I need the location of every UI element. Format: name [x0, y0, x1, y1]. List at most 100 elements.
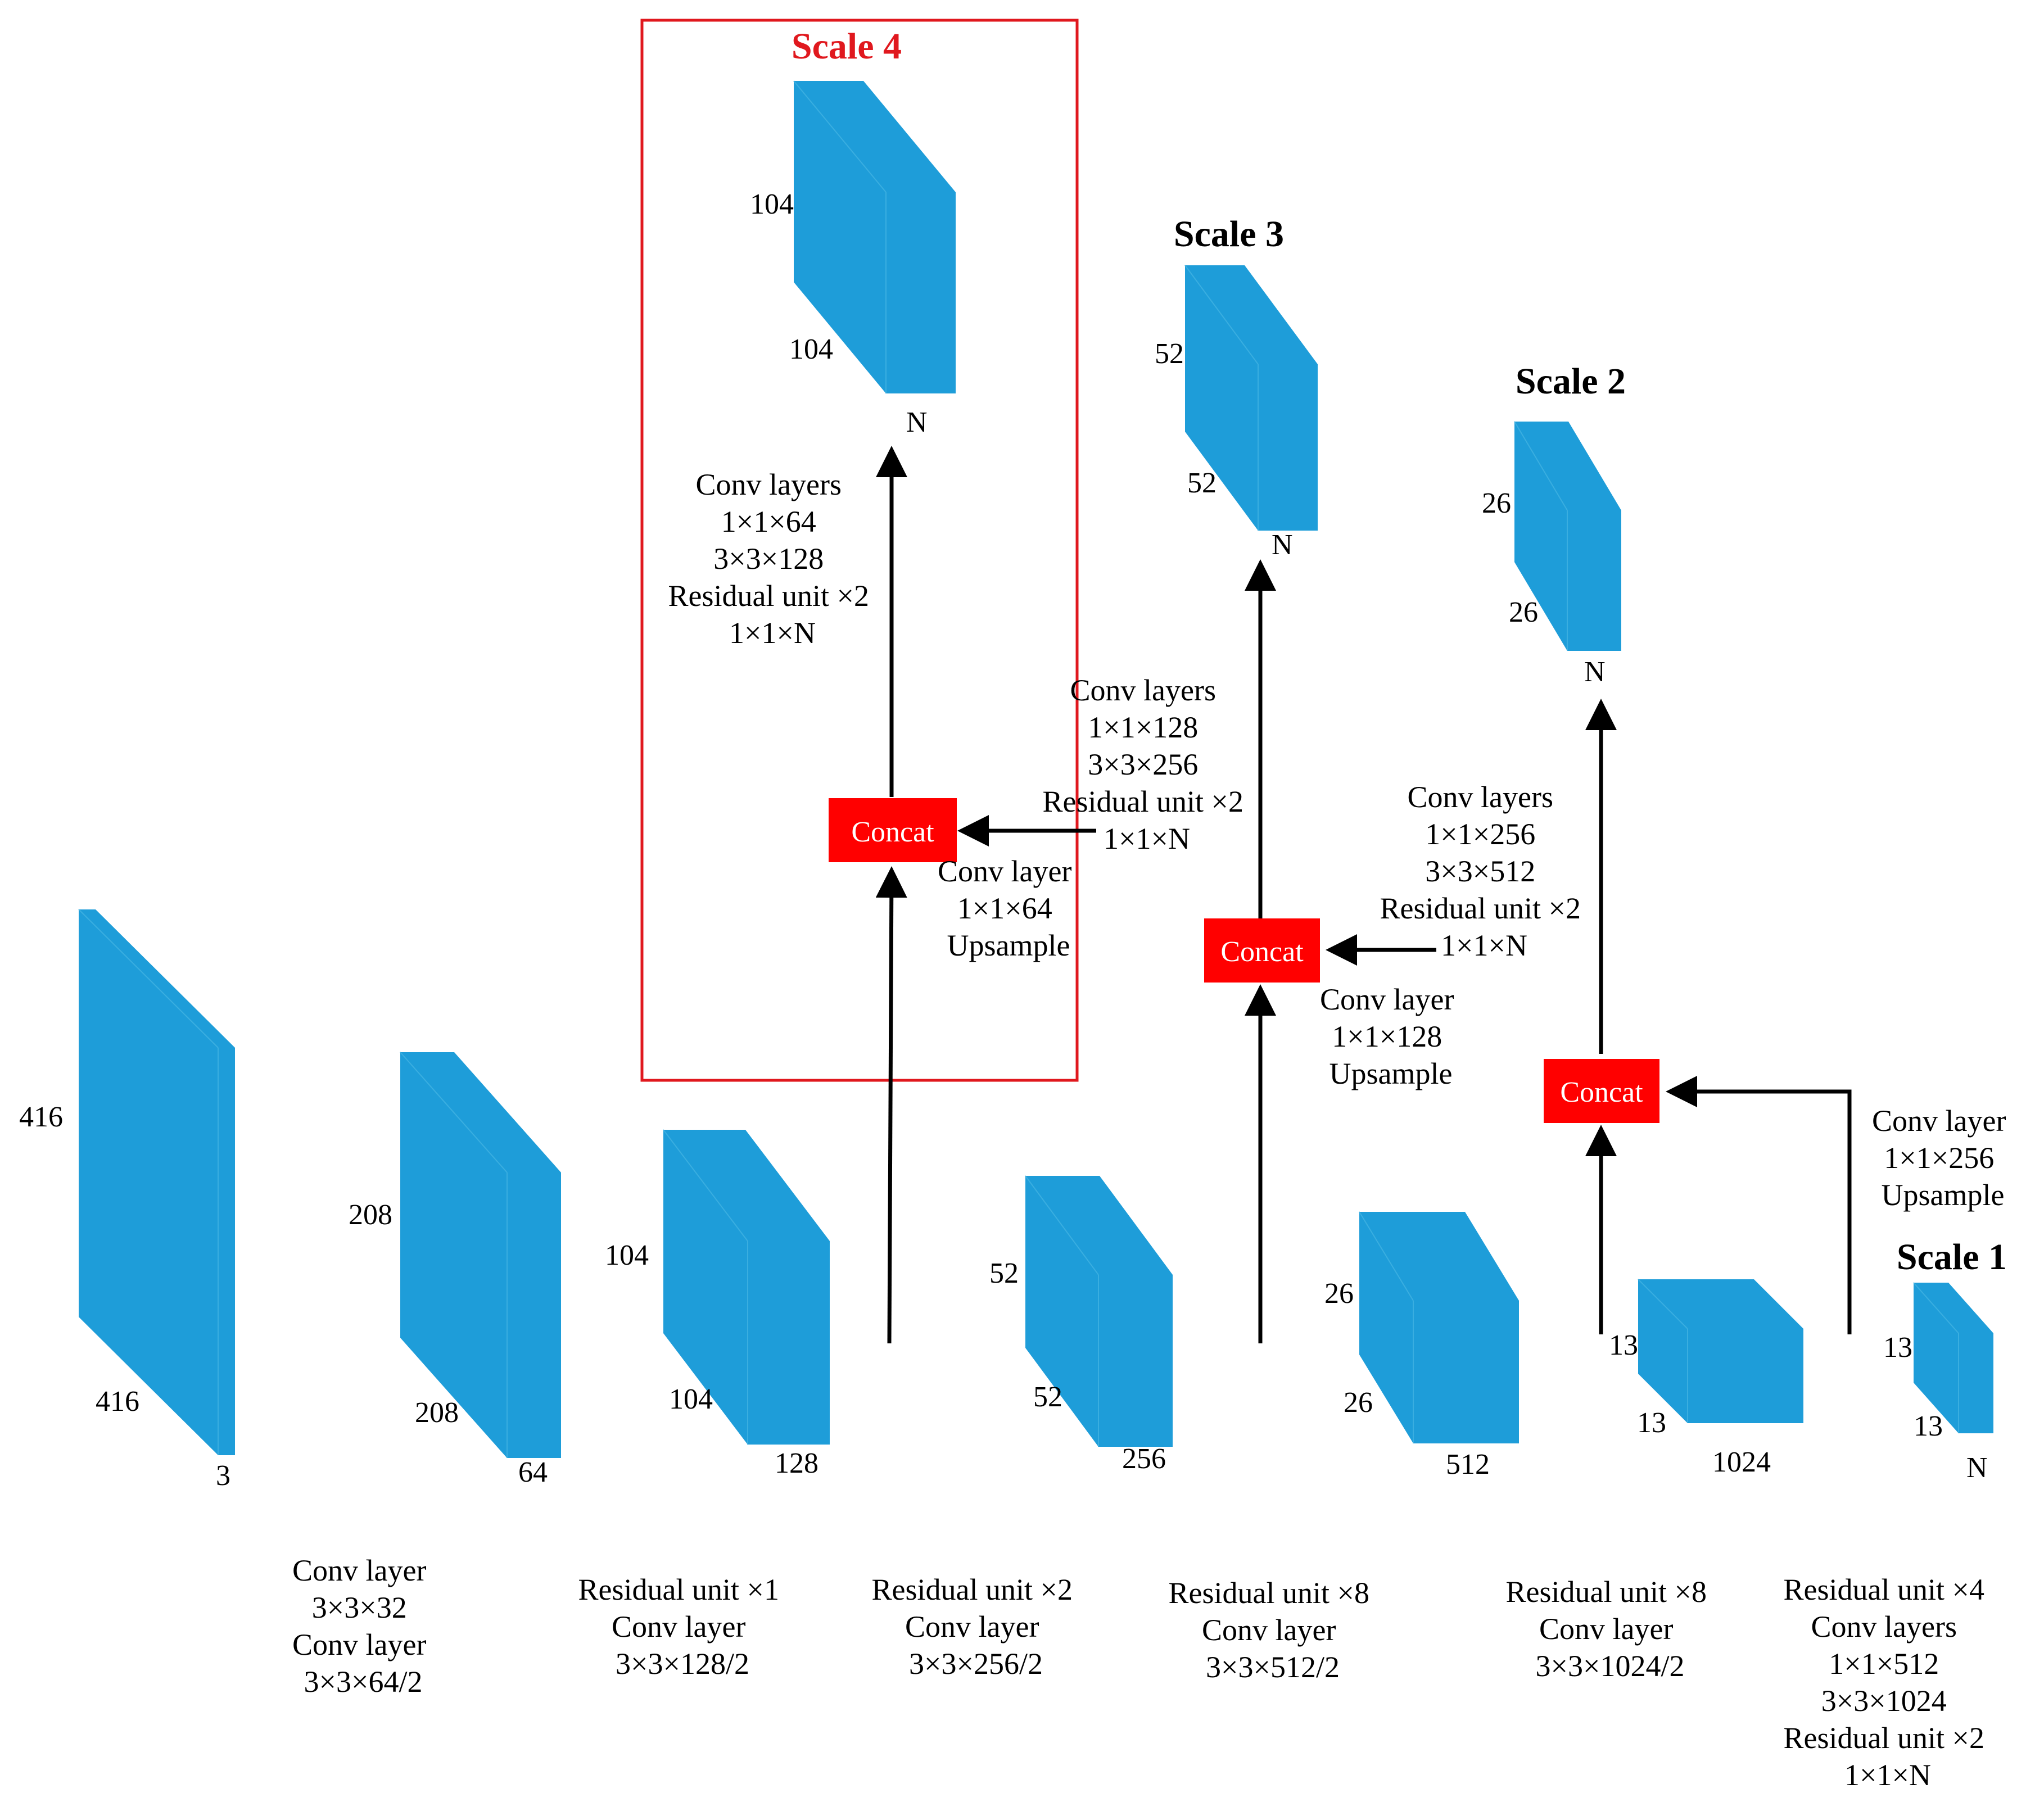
block-side-face: [79, 909, 218, 1455]
l2-width-label: 104: [669, 1383, 713, 1415]
l1-channel-label: 64: [518, 1456, 548, 1488]
block-side-face: [1514, 422, 1567, 651]
l4-channel-label: 512: [1446, 1448, 1490, 1481]
block-front-face: [1098, 1275, 1173, 1447]
block-front-face: [1258, 364, 1318, 531]
caption-upsample3: Conv layer 1×1×64 Upsample: [938, 854, 1079, 962]
concat-label: Concat: [851, 816, 934, 848]
l1-block: [400, 1052, 561, 1458]
l2-block: [663, 1129, 830, 1445]
input-block: [78, 909, 235, 1455]
block-top-face: [1638, 1279, 1803, 1329]
l3-channel-label: 256: [1122, 1443, 1166, 1475]
caption-backbone2: Residual unit ×1 Conv layer 3×3×128/2: [578, 1573, 787, 1681]
concat-label: Concat: [1220, 936, 1304, 968]
out3-channel-label: N: [1272, 529, 1293, 561]
block-edge: [1184, 265, 1259, 365]
block-edge: [1025, 1175, 1099, 1275]
out3-width-label: 52: [1187, 467, 1217, 499]
caption-backbone1: Conv layer 3×3×32 Conv layer 3×3×64/2: [292, 1554, 434, 1699]
l2-channel-label: 128: [775, 1447, 818, 1479]
block-edge: [793, 80, 887, 193]
l4-width-label: 26: [1344, 1387, 1373, 1419]
l1-width-label: 208: [415, 1397, 459, 1429]
block-edge: [1514, 421, 1568, 511]
block-side-face: [1185, 265, 1258, 531]
block-edge: [663, 1129, 748, 1242]
block-top-face: [1359, 1212, 1519, 1301]
caption-upsample2: Conv layer 1×1×128 Upsample: [1320, 983, 1462, 1090]
l3-width-label: 52: [1033, 1381, 1062, 1413]
block-edge: [78, 909, 219, 1048]
concat-box: [829, 798, 957, 862]
block-edge: [1913, 1282, 1959, 1334]
scale3-title: Scale 3: [1174, 214, 1284, 255]
concat-box: [1204, 918, 1320, 983]
out3-block: [1184, 265, 1318, 531]
out2-channel-label: N: [1584, 656, 1606, 688]
caption-backbone5: Residual unit ×8 Conv layer 3×3×1024/2: [1506, 1575, 1715, 1683]
input-height-label: 416: [19, 1101, 63, 1133]
arrow-up1-to-concat2: [1666, 1076, 1852, 1334]
block-side-face: [1025, 1176, 1098, 1447]
out1-channel-label: N: [1966, 1452, 1988, 1484]
block-top-face: [79, 909, 235, 1048]
block-side-face: [1638, 1279, 1688, 1423]
l1-height-label: 208: [349, 1199, 392, 1231]
arrow-backbone-to-concat4: [875, 866, 907, 1344]
arrows: [875, 446, 1852, 1344]
l4-height-label: 26: [1324, 1278, 1354, 1310]
caption-backbone6: Residual unit ×4 Conv layers 1×1×512 3×3…: [1784, 1573, 1992, 1792]
block-front-face: [886, 192, 956, 393]
out2-height-label: 26: [1482, 487, 1511, 519]
input-width-label: 416: [96, 1386, 139, 1418]
out4-block: [793, 80, 956, 393]
block-front-face: [218, 1048, 235, 1455]
block-side-face: [794, 81, 886, 393]
block-top-face: [1514, 422, 1621, 510]
block-top-face: [1914, 1283, 1993, 1333]
scale4-highlight-box: [640, 19, 1079, 1082]
l5-block: [1638, 1279, 1803, 1423]
scale1-title: Scale 1: [1897, 1237, 2007, 1278]
block-edge: [1359, 1211, 1414, 1301]
block-top-face: [400, 1052, 561, 1172]
concat-box: [1544, 1059, 1659, 1123]
block-top-face: [663, 1130, 830, 1241]
out1-block: [1913, 1282, 1993, 1433]
caption-backbone4: Residual unit ×8 Conv layer 3×3×512/2: [1169, 1576, 1377, 1684]
caption-head3: Conv layers 1×1×128 3×3×256 Residual uni…: [1043, 673, 1251, 855]
out2-width-label: 26: [1509, 596, 1538, 628]
block-side-face: [400, 1052, 507, 1458]
l5-height-label: 13: [1609, 1329, 1638, 1361]
out1-width-label: 13: [1914, 1410, 1943, 1442]
block-top-face: [1025, 1176, 1173, 1275]
block-front-face: [507, 1172, 561, 1458]
block-front-face: [748, 1241, 830, 1445]
concat-2: Concat: [1544, 1059, 1659, 1123]
l4-block: [1359, 1211, 1519, 1443]
out1-height-label: 13: [1883, 1332, 1912, 1364]
caption-head4: Conv layers 1×1×64 3×3×128 Residual unit…: [668, 468, 877, 650]
l5-channel-label: 1024: [1712, 1446, 1771, 1478]
block-top-face: [1185, 265, 1318, 364]
out4-channel-label: N: [906, 406, 928, 438]
block-front-face: [1413, 1301, 1519, 1443]
l2-height-label: 104: [605, 1239, 649, 1271]
scale4-title: Scale 4: [792, 26, 902, 67]
l3-height-label: 52: [989, 1257, 1019, 1289]
out2-block: [1514, 421, 1621, 651]
caption-upsample1: Conv layer 1×1×256 Upsample: [1872, 1104, 2014, 1212]
block-side-face: [663, 1130, 748, 1445]
concat-label: Concat: [1560, 1076, 1643, 1108]
caption-backbone3: Residual unit ×2 Conv layer 3×3×256/2: [872, 1573, 1080, 1681]
l5-width-label: 13: [1637, 1407, 1666, 1439]
out4-width-label: 104: [789, 333, 833, 365]
out3-height-label: 52: [1155, 338, 1184, 370]
l3-block: [1025, 1175, 1173, 1447]
block-edge: [400, 1052, 508, 1173]
concat-4: Concat: [829, 798, 957, 862]
caption-head2: Conv layers 1×1×256 3×3×512 Residual uni…: [1380, 780, 1589, 962]
feature-map-blocks: [78, 80, 1993, 1458]
